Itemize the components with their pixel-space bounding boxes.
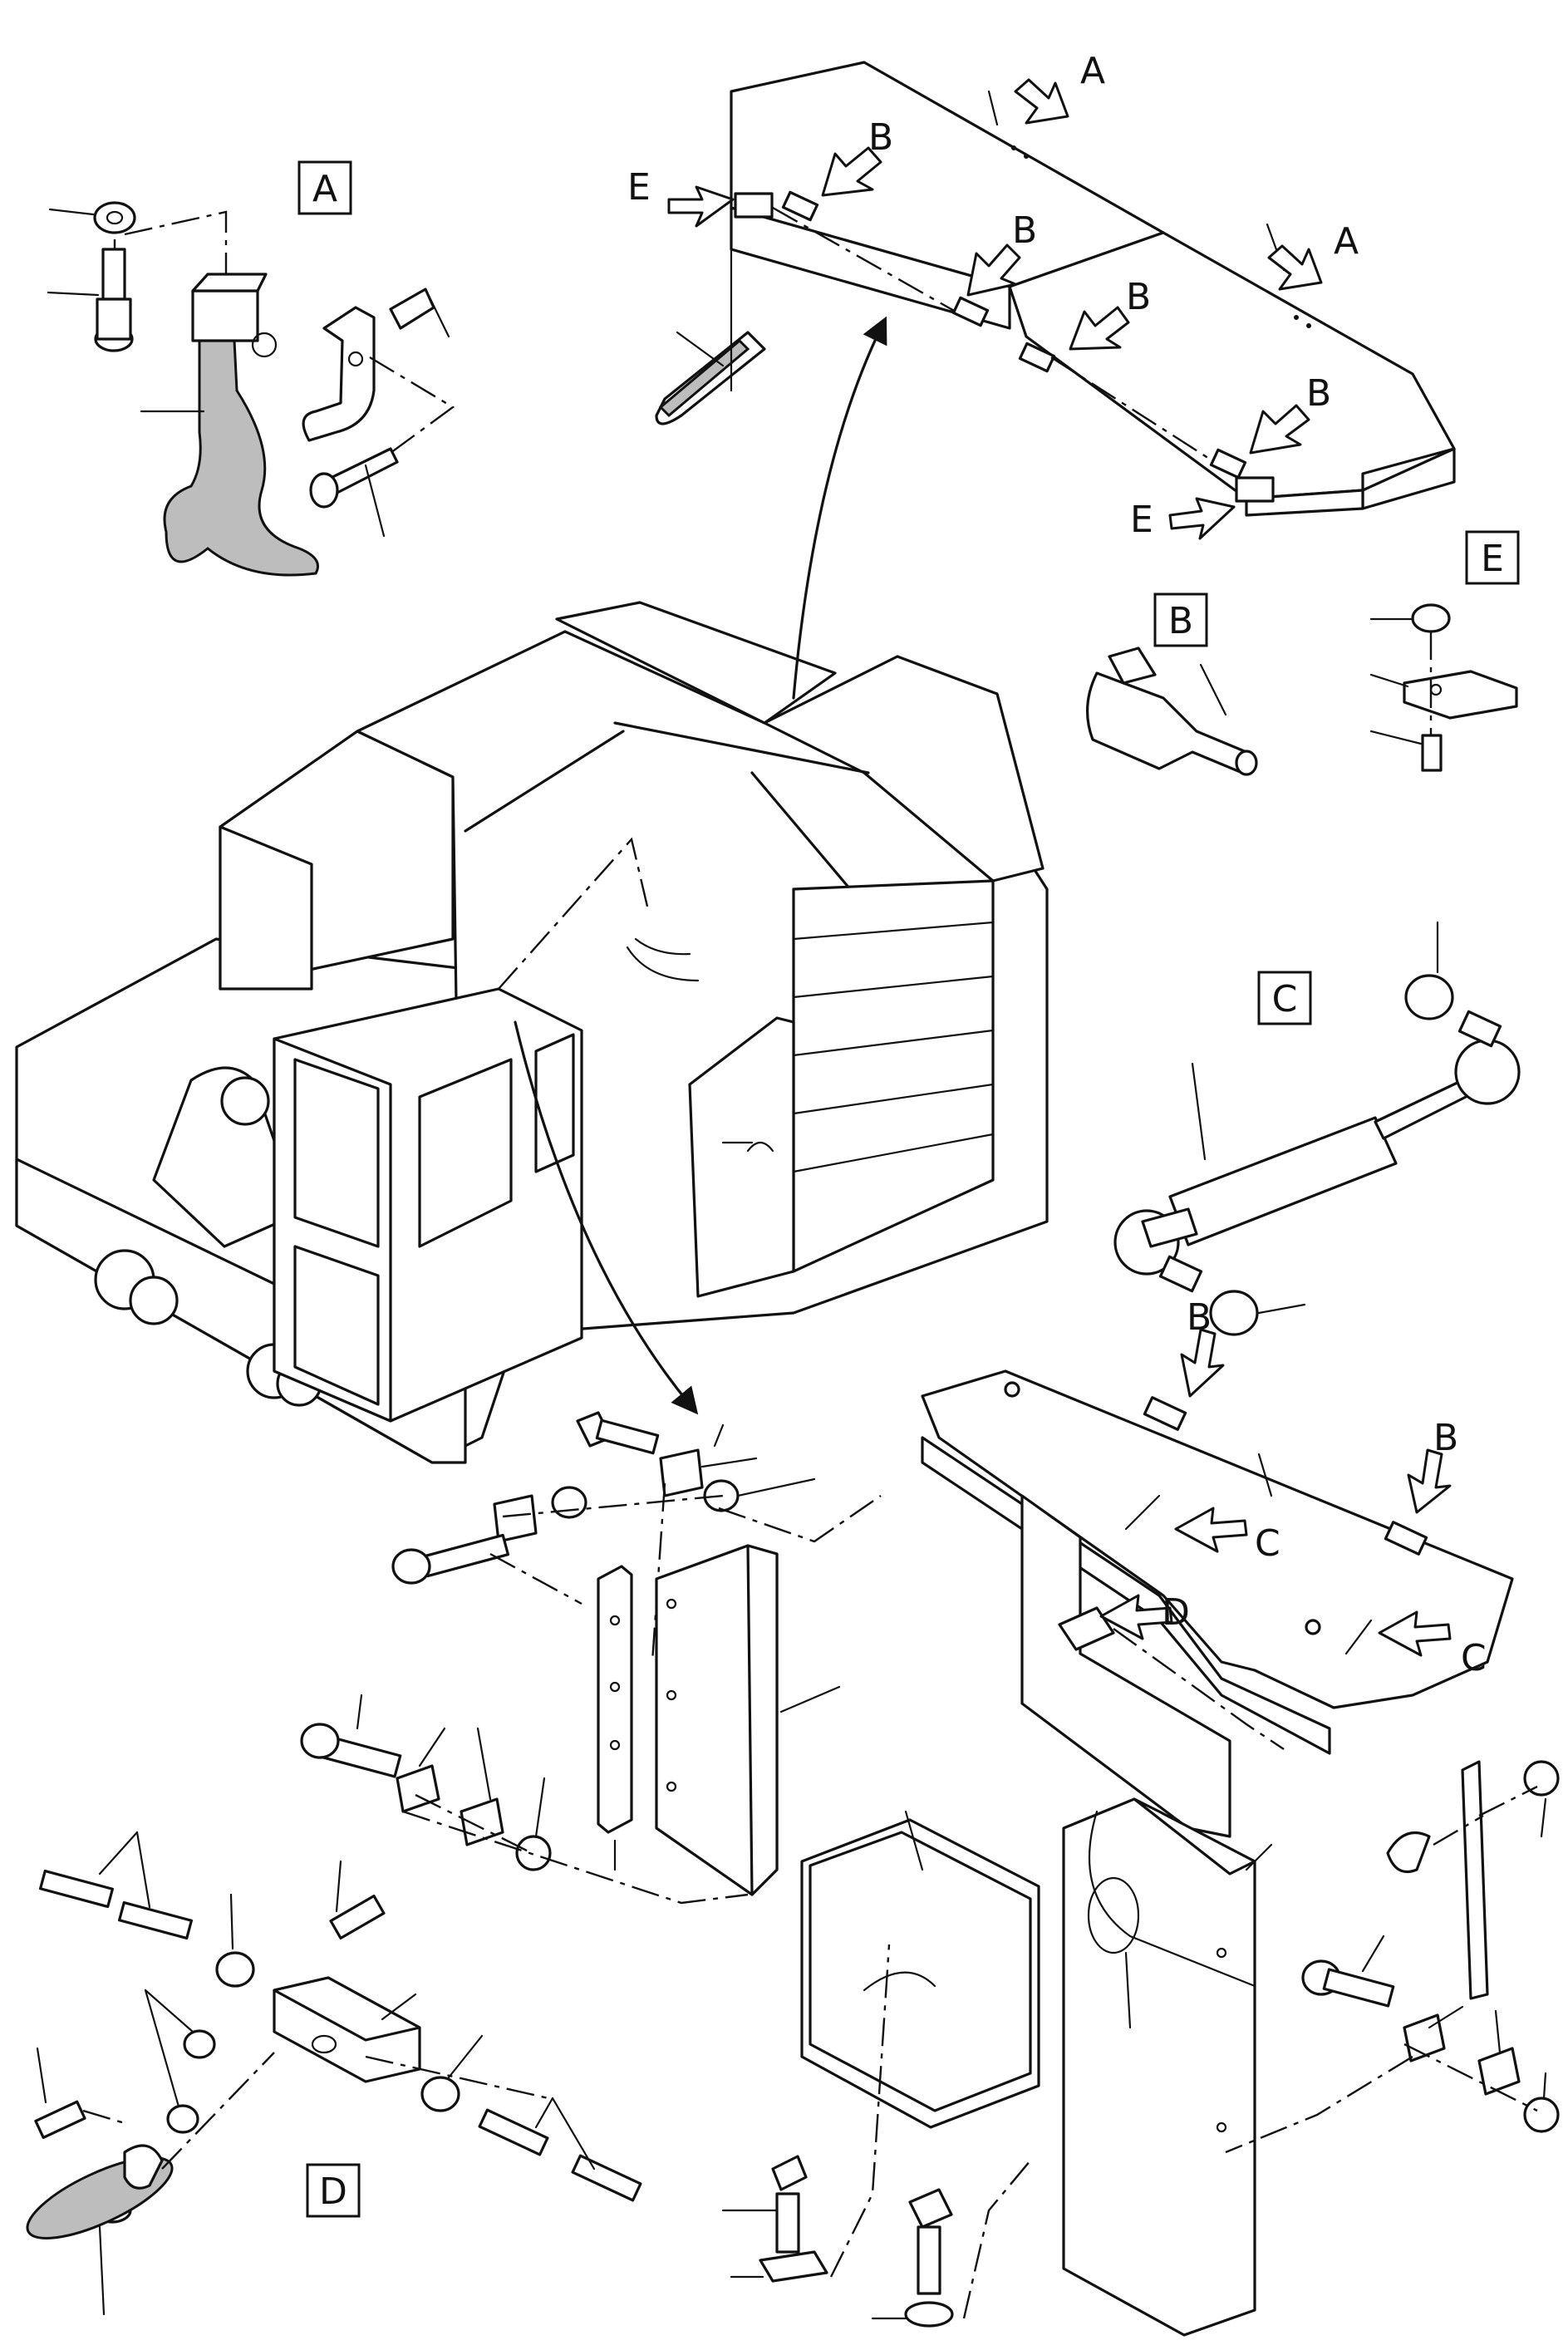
engine-cover: B B C C D bbox=[921, 1296, 1514, 1838]
detail-d-label: D bbox=[319, 2171, 347, 2213]
nut-e bbox=[1411, 603, 1451, 633]
hinge-block bbox=[1403, 670, 1518, 720]
cab-window-front bbox=[293, 1058, 380, 1248]
strut-nut-top bbox=[1404, 974, 1454, 1020]
detail-a-label: A bbox=[312, 168, 337, 210]
roof-callout-b2: B bbox=[1012, 209, 1037, 252]
machine-body bbox=[15, 601, 1049, 1464]
roof-assembly-arrow bbox=[792, 316, 887, 700]
side-door bbox=[688, 1016, 795, 1298]
strut-nut-bottom bbox=[1209, 1290, 1259, 1336]
roof-callout-a2: A bbox=[1334, 220, 1359, 263]
detail-c-box bbox=[1257, 971, 1312, 1025]
bolt-a bbox=[101, 248, 126, 301]
strut-cylinder bbox=[1168, 1116, 1398, 1246]
rivet bbox=[389, 288, 435, 330]
hinge-e-right bbox=[1235, 476, 1275, 503]
detail-b-box bbox=[1153, 592, 1208, 647]
door-panels bbox=[300, 1411, 1560, 2337]
hinge-strap bbox=[597, 1565, 633, 1834]
screw-e bbox=[1421, 734, 1443, 772]
cover-callout-b1: B bbox=[1187, 1296, 1212, 1339]
roof-callout-e1: E bbox=[627, 166, 651, 209]
rubber-hook bbox=[163, 306, 319, 577]
detail-d-lock: D bbox=[26, 1831, 642, 2316]
detail-c-gas-strut: C bbox=[1113, 921, 1521, 1336]
cover-callout-c1: C bbox=[1255, 1522, 1280, 1565]
cover-callout-d: D bbox=[1162, 1591, 1190, 1634]
hinge-e-left bbox=[734, 192, 774, 219]
detail-b-label: B bbox=[1168, 600, 1193, 642]
roof-callout-a1: A bbox=[1080, 50, 1105, 92]
detail-d-box bbox=[306, 2163, 361, 2218]
detail-b-pin: B bbox=[1086, 592, 1258, 776]
detail-a-box bbox=[297, 160, 352, 215]
roof-callout-b4: B bbox=[1306, 372, 1331, 415]
roof-panels: A A B B B B E E bbox=[627, 50, 1456, 541]
nut-a bbox=[93, 201, 136, 234]
cab-window-side bbox=[418, 1058, 513, 1248]
latch-bracket bbox=[302, 306, 376, 442]
hinge-pin bbox=[1086, 671, 1248, 774]
detail-e-label: E bbox=[1481, 538, 1504, 580]
roof-callout-b1: B bbox=[868, 116, 893, 159]
detail-a-latch: A bbox=[47, 160, 455, 577]
door-assembly-arrow bbox=[514, 1020, 699, 1415]
cover-callout-c2: C bbox=[1461, 1637, 1487, 1679]
roof-panel-right bbox=[1008, 231, 1456, 500]
detail-e-hinge: E bbox=[1369, 530, 1520, 772]
detail-e-box bbox=[1465, 530, 1520, 585]
engine-cover-top bbox=[921, 1369, 1514, 1709]
roof-callout-e2: E bbox=[1130, 499, 1153, 541]
roof-callout-b3: B bbox=[1126, 276, 1151, 318]
cover-callout-b2: B bbox=[1433, 1417, 1458, 1459]
detail-c-label: C bbox=[1272, 978, 1298, 1020]
